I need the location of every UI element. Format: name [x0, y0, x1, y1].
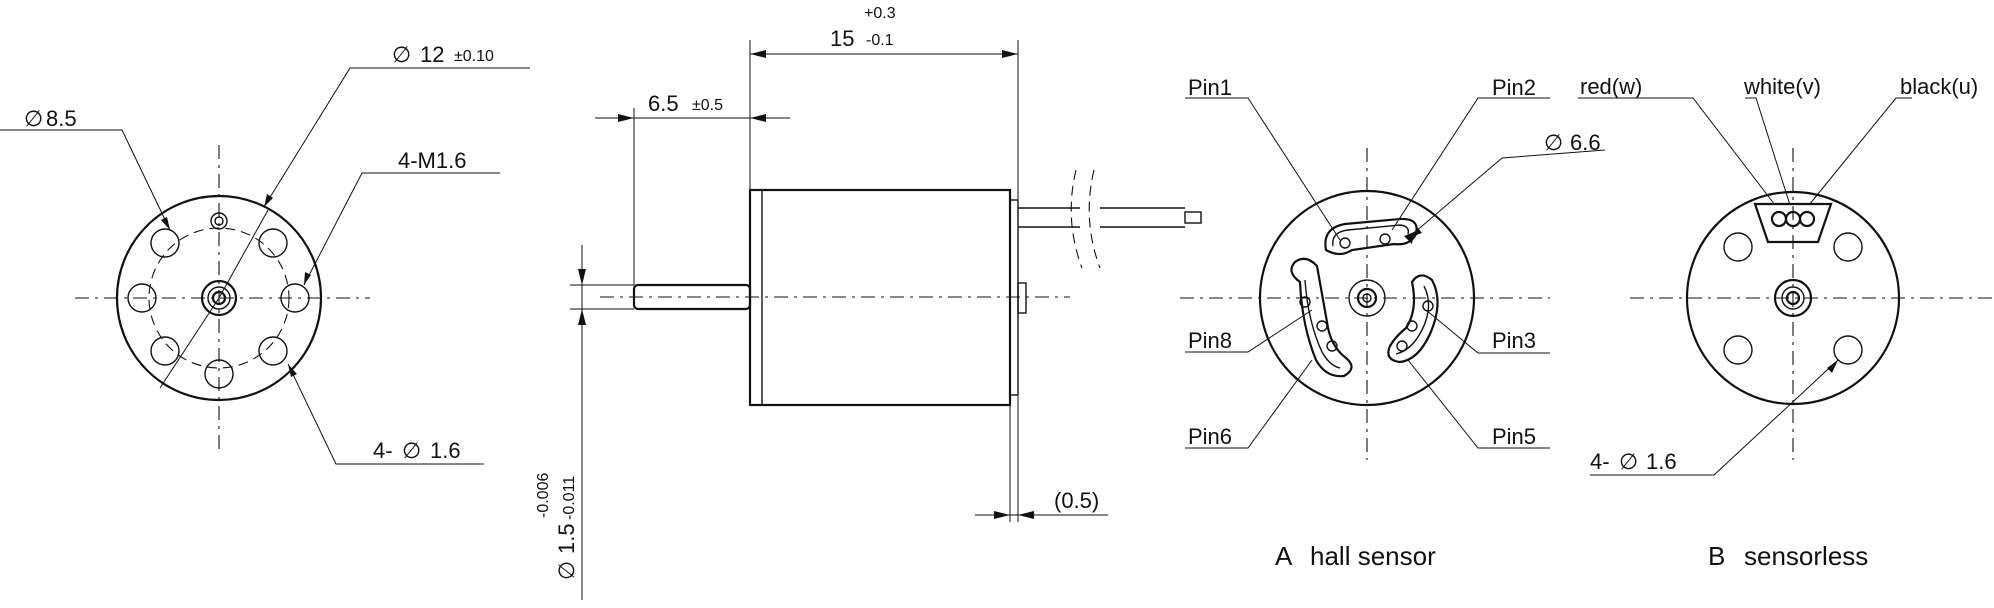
sensorless-caption-letter: B	[1708, 541, 1725, 571]
hall-pad-top	[1324, 217, 1418, 256]
sensorless-hub	[1773, 278, 1813, 318]
sensorless-caption: sensorless	[1744, 541, 1868, 571]
sensorless-hole-lr	[1833, 335, 1863, 365]
front-thread-hole-top-inner	[214, 216, 224, 226]
shaft-dia-tol-upper: -0.006	[535, 473, 552, 518]
hall-pad-right	[1387, 274, 1439, 364]
wire-hole-red	[1770, 210, 1788, 228]
front-holes-dim: 1.6	[430, 438, 461, 463]
sensorless-holes-symbol: ∅	[1619, 449, 1638, 474]
hall-caption: hall sensor	[1310, 541, 1436, 571]
shaft-dia-tol-lower: -0.011	[561, 476, 578, 520]
side-view: +0.3 15 -0.1 6.5 ±0.5 (0.5) ∅ 1.5 -0.011…	[535, 5, 1202, 600]
wire-white-label: white(v)	[1743, 74, 1821, 99]
gap-dim: (0.5)	[1054, 488, 1099, 513]
front-shaft	[211, 290, 227, 306]
shaft-dia-dim: 1.5	[554, 523, 579, 554]
front-outer-tol: ±0.10	[454, 48, 494, 65]
front-outer-dim: 12	[420, 42, 444, 67]
hall-pin3: Pin3	[1492, 328, 1536, 353]
motor-boss	[1017, 282, 1027, 314]
front-hole-left	[127, 283, 157, 313]
front-hole-ll	[150, 336, 180, 366]
shaft-length-dim: 6.5	[648, 91, 679, 116]
shaft-length-tol: ±0.5	[692, 97, 723, 114]
length-dim: 15	[830, 26, 854, 51]
length-tol-lower: -0.1	[866, 32, 894, 49]
hall-pad-left	[1290, 257, 1353, 378]
shaft-dia-symbol: ∅	[554, 561, 579, 580]
cable-end	[1184, 211, 1202, 224]
hall-pcb-symbol: ∅	[1544, 130, 1563, 155]
front-bore-dim: 8.5	[46, 106, 77, 131]
sensorless-hole-ul	[1723, 232, 1753, 262]
front-outer-circle	[115, 194, 323, 402]
front-holes-symbol: ∅	[402, 438, 421, 463]
front-view: ∅ 8.5 ∅ 12 ±0.10 4-M1.6 4- ∅ 1.6	[0, 42, 530, 465]
front-hub-mid	[207, 286, 231, 310]
sensorless-holes-dim: 1.6	[1646, 449, 1677, 474]
hall-pin8: Pin8	[1188, 328, 1232, 353]
wire-hole-black	[1798, 210, 1816, 228]
wire-black-label: black(u)	[1900, 74, 1978, 99]
sensorless-shaft	[1785, 290, 1801, 306]
front-bore-symbol: ∅	[24, 106, 43, 131]
front-hub	[200, 279, 238, 317]
hall-pin6: Pin6	[1188, 424, 1232, 449]
wire-red-label: red(w)	[1580, 74, 1642, 99]
sensorless-holes-prefix: 4-	[1590, 449, 1610, 474]
hall-outer-circle	[1258, 189, 1476, 407]
front-hole-ur	[258, 228, 288, 258]
front-holes-prefix: 4-	[373, 438, 393, 463]
hall-shaft	[1356, 287, 1378, 309]
sensorless-wire-block	[1753, 202, 1833, 244]
sensorless-hole-ur	[1833, 232, 1863, 262]
front-hole-lr	[258, 336, 288, 366]
front-hole-bottom	[204, 359, 234, 389]
sensorless-outer-circle	[1685, 190, 1901, 406]
hall-caption-letter: A	[1275, 541, 1293, 571]
hall-pcb-dim: 6.6	[1570, 130, 1601, 155]
hall-pin2: Pin2	[1492, 75, 1536, 100]
front-hole-ul	[150, 228, 180, 258]
sensorless-view: red(w) white(v) black(u) 4- ∅ 1.6 B sens…	[1578, 74, 1994, 571]
front-outer-symbol: ∅	[392, 42, 411, 67]
front-thread-dim: 4-M1.6	[398, 148, 466, 173]
hall-sensor-view: Pin1 Pin2 ∅ 6.6 Pin8 Pin3 Pin6 Pin5 A ha…	[1180, 75, 1606, 571]
front-bolt-circle	[148, 227, 290, 369]
hall-hub	[1348, 279, 1386, 317]
hall-pin1: Pin1	[1188, 75, 1232, 100]
front-hole-right	[280, 283, 310, 313]
front-thread-hole-top	[210, 212, 228, 230]
length-tol-upper: +0.3	[864, 5, 896, 22]
hall-pin5: Pin5	[1492, 424, 1536, 449]
sensorless-hole-ll	[1723, 335, 1753, 365]
